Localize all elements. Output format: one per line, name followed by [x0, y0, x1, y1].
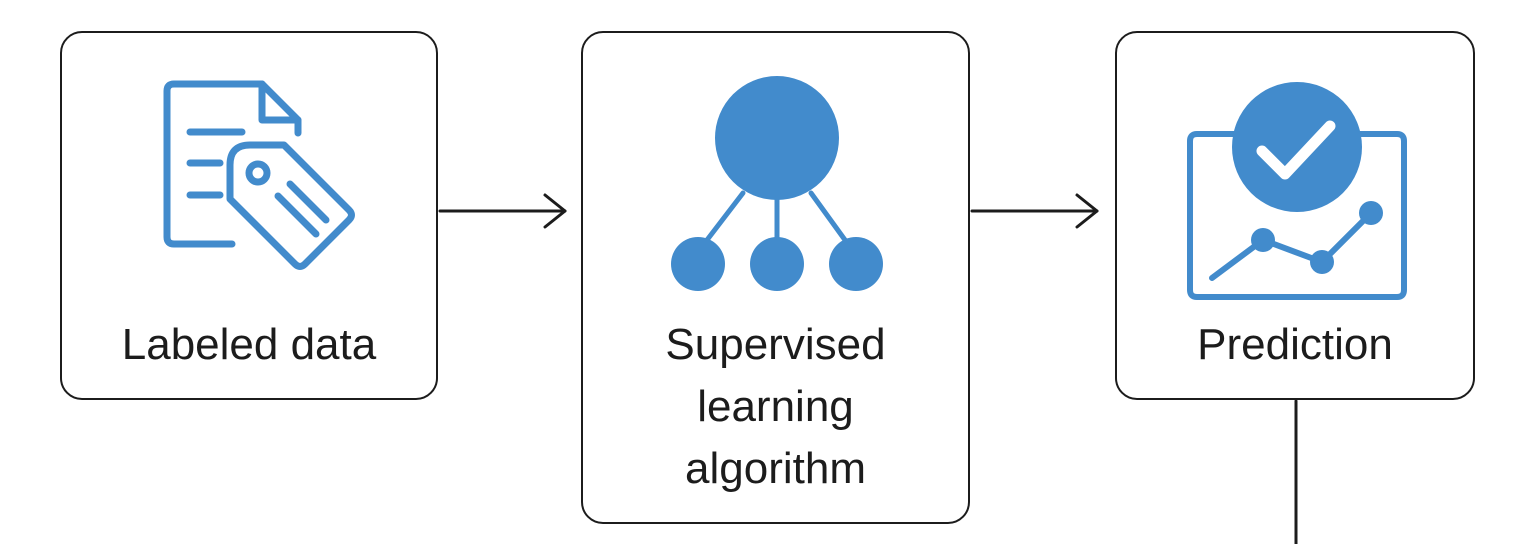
- supervised-learning-algorithm-node: Supervised learning algorithm: [581, 31, 970, 524]
- node-label: Prediction: [1197, 320, 1393, 369]
- prediction-node: Prediction: [1115, 31, 1475, 400]
- network-icon: [671, 76, 883, 291]
- arrow-algorithm-to-prediction: [970, 193, 1099, 229]
- document-tag-icon: [163, 80, 355, 270]
- node-label: Labeled data: [121, 320, 377, 369]
- node-label: Supervised learning algorithm: [665, 320, 886, 493]
- arrow-data-to-algorithm: [438, 193, 567, 229]
- labeled-data-node: Labeled data: [60, 31, 438, 400]
- checkmark-chart-icon: [1187, 82, 1407, 300]
